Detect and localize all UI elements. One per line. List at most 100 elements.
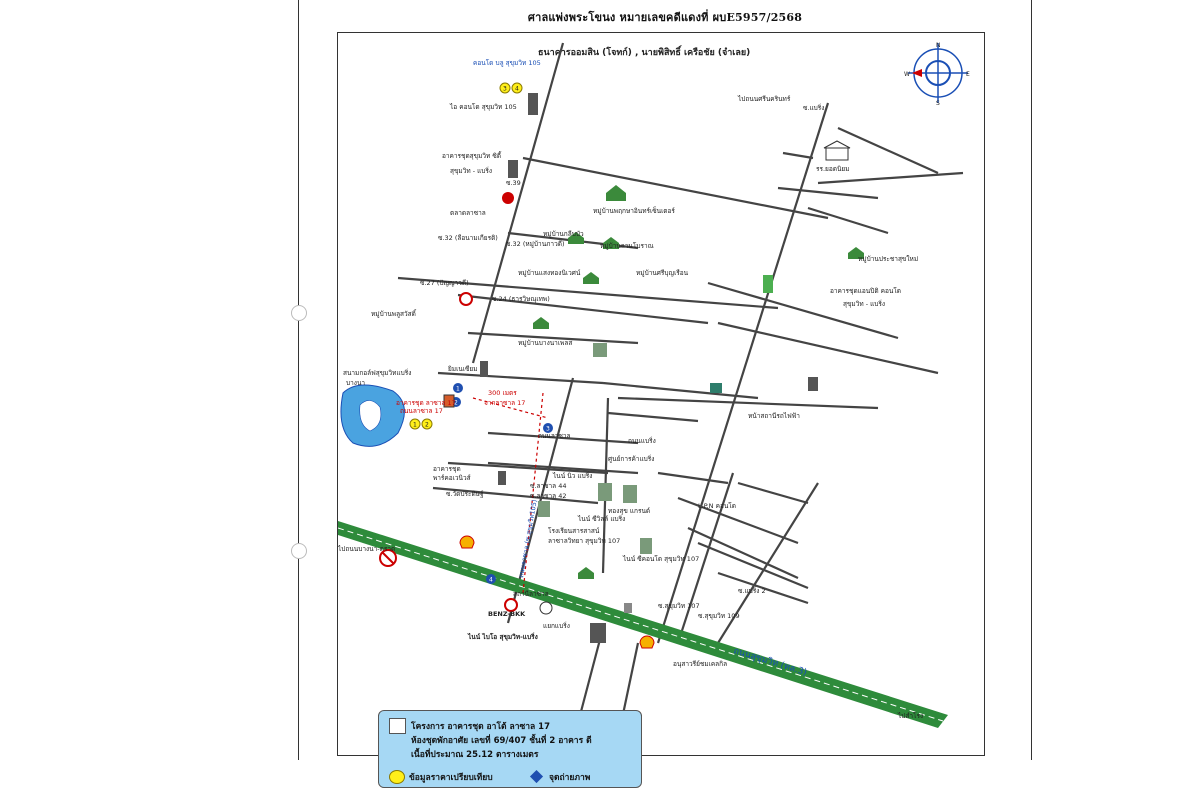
condo-icon <box>538 501 550 517</box>
map-frame: ธนาคารออมสิน (โจทก์) , นายพิสิทธิ์ เครือ… <box>337 32 985 788</box>
label-moo-ban-a: หมู่บ้านกลีบบัว <box>543 230 584 238</box>
location-map[interactable]: ธนาคารออมสิน (โจทก์) , นายพิสิทธิ์ เครือ… <box>337 33 984 755</box>
label-condo-p3b: สุขุมวิท - แบริ่ง <box>843 299 885 308</box>
condo-icon <box>623 485 637 503</box>
gas-station-icon <box>502 192 514 204</box>
shell-icon <box>459 535 475 549</box>
document-header: ศาลแพ่งพระโขนง หมายเลขคดีแดงที่ ผบE5957/… <box>527 11 803 24</box>
house-icon <box>848 247 864 259</box>
ptt-icon <box>459 292 473 306</box>
comparable-legend-icon <box>389 770 405 784</box>
compass-e: E <box>966 71 970 78</box>
school-icon <box>823 140 851 161</box>
building-icon <box>498 471 506 485</box>
distance-dashed <box>472 397 549 419</box>
label-lotus-market: ตลาดลาซาล <box>450 209 486 217</box>
label-condo-p3: อาคารชุดแอนปิติ คอนโด <box>830 287 901 295</box>
marker-yellow-3: 3 <box>503 86 507 93</box>
sukhumvit-road <box>338 521 948 728</box>
photo-pin-icon[interactable] <box>543 423 553 433</box>
label-soi-109: ซ.สุขุมวิท 109 <box>698 612 740 620</box>
subject-property-icon[interactable] <box>443 394 455 408</box>
label-plaza: ทองสุข แกรนด์ <box>608 507 650 515</box>
label-moo-ban-e: หมู่บ้านพลูสวัสดิ์ <box>371 309 417 318</box>
label-lasalle-road-b: ถนนลาซาล <box>538 432 571 440</box>
label-condo-top: คอนโด บลู สุขุมวิท 105 <box>473 59 541 67</box>
label-soi32: ซ.32 (ลือนามเกียรติ) <box>438 234 498 242</box>
ptt-icon <box>504 598 518 612</box>
house-icon <box>568 232 584 244</box>
map-legend: โครงการ อาคารชุด อาโต้ ลาซาล 17 ห้องชุดพ… <box>378 710 642 788</box>
label-distance: 300 เมตร <box>488 389 517 397</box>
house-icon <box>606 185 626 201</box>
label-lasalle-road: ถนนลาซาล (ซ.สุขุมวิท105) <box>517 499 539 578</box>
owner-line: ธนาคารออมสิน (โจทก์) , นายพิสิทธิ์ เครือ… <box>538 45 750 58</box>
label-sukhumvit-bearing: สุขุมวิท - แบริ่ง <box>450 166 492 175</box>
condo-icon <box>640 538 652 554</box>
document-sheet: ศาลแพ่งพระโขนง หมายเลขคดีแดงที่ ผบE5957/… <box>291 0 1032 788</box>
label-soi-low: ซ.แบริ่ง 2 <box>738 586 766 595</box>
label-right-road: ไปสำโรง <box>897 712 923 720</box>
house-icon <box>583 272 599 284</box>
legend-comparables: ข้อมูลราคาเปรียบเทียบ <box>409 773 493 783</box>
label-la-salle-17: อาคารชุด ลาซาล 17 <box>396 399 456 407</box>
label-moo-ban-b: หมู่บ้านลานโบราณ <box>600 242 654 250</box>
label-nine-bearing: ไนน์ นิว แบริ่ง <box>552 471 592 480</box>
label-school: รร.ยอดนิยม <box>816 165 850 173</box>
label-left-road: ไปถนนบางนา-ตราด <box>338 545 395 553</box>
label-bottom-center: ไนน์ ไบโอ สุขุมวิท-แบริ่ง <box>467 631 538 641</box>
label-monument: อนุสาวรีย์ชมเคลกิล <box>673 660 727 668</box>
shop-icon <box>624 603 632 613</box>
label-benz: BENZ-BKK <box>488 610 526 618</box>
legend-project-line2: ห้องชุดพักอาศัย เลขที่ 69/407 ชั้นที่ 2 … <box>411 736 592 746</box>
label-la-salle-17b: ถนนลาซาล 17 <box>400 407 443 415</box>
label-lpn: L.P.N คอนโด <box>698 502 736 510</box>
label-fitness: ไนน์ ซีวิลล์ แบริ่ง <box>577 514 625 523</box>
house-icon <box>533 317 549 329</box>
pin-label-2: 2 <box>454 400 458 407</box>
label-moo-ban-g: หมู่บ้านประชาสุขใหม่ <box>858 255 918 263</box>
label-moo-ban-top: หมู่บ้านพฤกษาอินทร์เซ็นเตอร์ <box>593 206 675 215</box>
photo-point-legend-icon <box>529 769 544 784</box>
label-bearing-junction: แยกแบริ่ง <box>543 621 570 630</box>
label-soi27: ซ.27 (ปัญญาวดี) <box>420 279 469 287</box>
label-soi-top-r: ซ.ลาซาล 44 <box>530 482 567 490</box>
compass-s: S <box>936 100 940 107</box>
label-moo-ban-h: ศูนย์การค้าแบริ่ง <box>608 454 654 463</box>
condo-icon <box>593 343 607 357</box>
building-icon <box>528 93 538 115</box>
benz-icon <box>539 601 553 615</box>
building-icon <box>480 361 488 377</box>
pin-label-4: 4 <box>489 577 493 584</box>
label-soi-bottom-left: ซ.วัดประดิษฐ์ <box>446 490 484 498</box>
label-soi-bearing: ซ.แบริ่ง <box>803 103 824 112</box>
label-condo-105: ไนน์ ซีคอนโด สุขุมวิท 107 <box>622 555 699 563</box>
label-condo-left: อาคารชุด <box>433 465 461 473</box>
label-soi24: ซ.24 (ธารวิษณุเทพ) <box>492 295 550 303</box>
marker-yellow-1: 1 <box>413 422 417 429</box>
label-bearing-hall: ยิมเนเซียม <box>448 365 478 373</box>
binder-hole <box>291 305 307 321</box>
photo-pin-icon[interactable] <box>486 574 496 584</box>
label-sukhumvit-city: อาคารชุดสุขุมวิท ซิตี้ <box>442 151 502 160</box>
legend-project-line3: เนื้อที่ประมาณ 25.12 ตารางเมตร <box>411 750 539 760</box>
label-moo-ban-f: หมู่บ้านบางนาเพลส <box>518 339 572 347</box>
binder-hole <box>291 543 307 559</box>
label-condo-107: โรงเรียนสารสาสน์ <box>548 527 600 535</box>
building-icon <box>508 160 518 178</box>
label-distance-b: จากลาซาล 17 <box>484 399 525 407</box>
label-soi32b: ซ.32 (หมู่บ้านภาวดี) <box>506 240 564 248</box>
shell-icon <box>639 635 655 649</box>
compass-icon: W E N S <box>904 42 970 107</box>
pin-label-3: 3 <box>546 426 550 433</box>
house-icon <box>603 237 619 249</box>
photo-pin-icon[interactable] <box>453 383 463 393</box>
label-moo-ban-i: หน้าสถานีรถไฟฟ้า <box>748 412 800 420</box>
label-condo-107b: ลาซาลวิทยา สุขุมวิท 107 <box>548 537 620 545</box>
label-bearing-road: ถนนแบริ่ง <box>628 436 656 445</box>
legend-project-line1: โครงการ อาคารชุด อาโต้ ลาซาล 17 <box>411 722 551 732</box>
label-condo-left-b: พาร์คอเวนิวส์ <box>433 474 471 482</box>
legend-photo-point: จุดถ่ายภาพ <box>549 773 591 783</box>
label-soi-107: ซ.สุขุมวิท 107 <box>658 602 700 610</box>
marker-yellow-2: 2 <box>425 422 429 429</box>
